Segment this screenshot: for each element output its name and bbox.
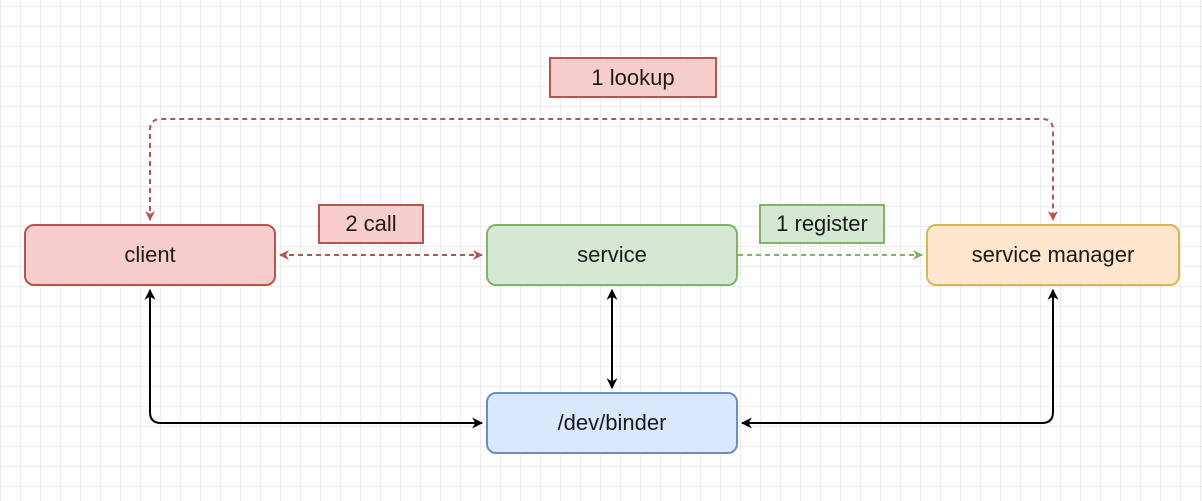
call-text: 2 call [345,211,397,236]
service-manager-node: service manager [926,224,1180,286]
lookup-text: 1 lookup [591,64,675,90]
lookup-edge-label: 1 lookup [549,57,717,98]
dev-binder-label: /dev/binder [557,410,667,435]
client-node: client [24,224,276,286]
client-binder-connector [144,288,484,429]
manager-binder-connector [740,288,1059,429]
register-edge-label: 1 register [759,204,885,244]
dev-binder-node: /dev/binder [486,392,738,454]
register-text: 1 register [776,211,868,236]
service-label: service [577,242,647,267]
lookup-connector [145,118,1058,221]
service-node: service [486,224,738,286]
client-label: client [124,242,176,267]
call-edge-label: 2 call [318,204,424,244]
service-manager-label: service manager [971,242,1135,267]
